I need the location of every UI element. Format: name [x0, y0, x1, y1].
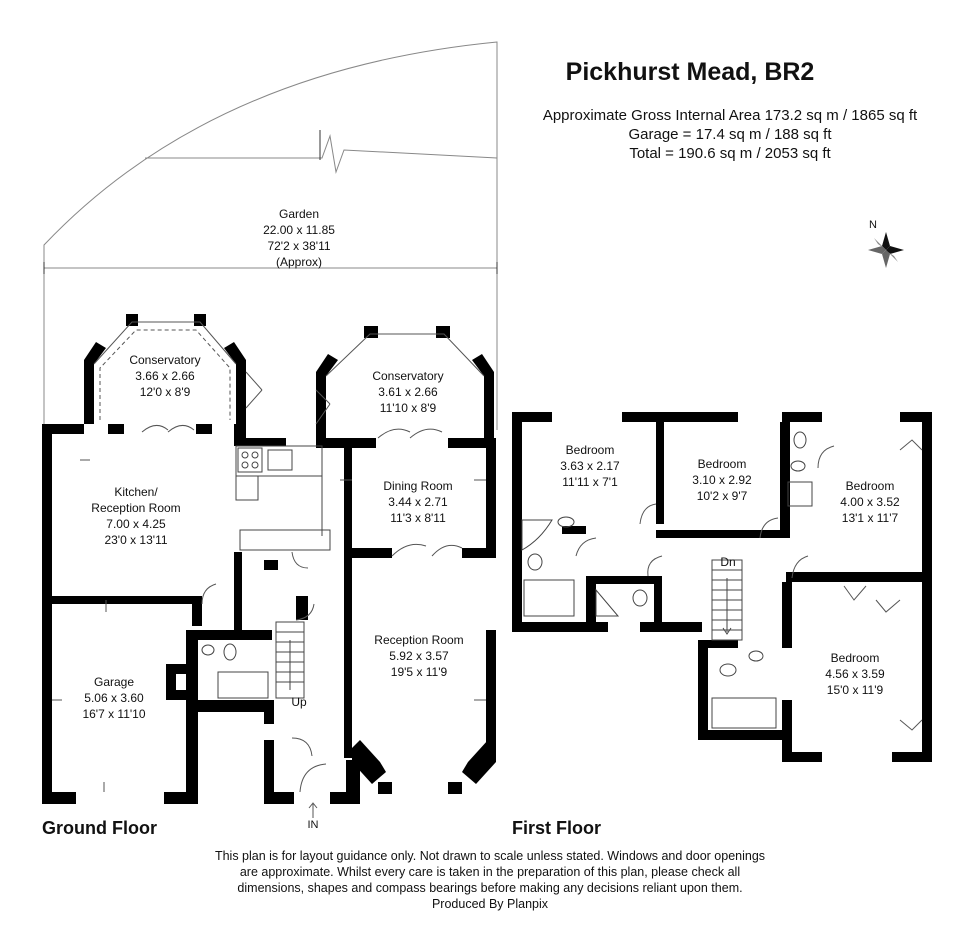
ground-floor-walls	[42, 314, 496, 804]
entrance-label: IN	[308, 819, 319, 831]
room-label-kitchen: Kitchen/ Reception Room 7.00 x 4.25 23'0…	[91, 485, 180, 547]
first-floor-label: First Floor	[512, 818, 601, 838]
area-line-gross: Approximate Gross Internal Area 173.2 sq…	[542, 107, 918, 124]
conservatory-right-metric: 3.61 x 2.66	[378, 385, 438, 399]
area-summary: Approximate Gross Internal Area 173.2 sq…	[470, 106, 980, 163]
room-label-garage: Garage 5.06 x 3.60 16'7 x 11'10	[82, 675, 145, 721]
garden-name: Garden	[279, 207, 319, 221]
bedroom-1-imperial: 11'11 x 7'1	[562, 475, 618, 489]
bedroom-4-metric: 4.56 x 3.59	[825, 667, 885, 681]
room-label-dining: Dining Room 3.44 x 2.71 11'3 x 8'11	[383, 479, 452, 525]
disclaimer-line: are approximate. Whilst every care is ta…	[239, 865, 741, 879]
compass-icon: N	[868, 219, 904, 268]
plan-title: Pickhurst Mead, BR2	[565, 58, 815, 86]
room-label-bedroom-1: Bedroom 3.63 x 2.17 11'11 x 7'1	[560, 443, 620, 489]
garage-metric: 5.06 x 3.60	[84, 691, 144, 705]
conservatory-left-metric: 3.66 x 2.66	[135, 369, 195, 383]
dining-metric: 3.44 x 2.71	[388, 495, 448, 509]
bedroom-4-name: Bedroom	[831, 651, 880, 665]
disclaimer: This plan is for layout guidance only. N…	[160, 848, 820, 912]
conservatory-outlines	[93, 321, 485, 425]
compass-label: N	[869, 219, 877, 231]
garden-outline	[43, 41, 498, 430]
kitchen-imperial: 23'0 x 13'11	[104, 533, 167, 547]
ground-floor-label: Ground Floor	[42, 818, 157, 838]
bedroom-3-name: Bedroom	[846, 479, 895, 493]
stairs-up-label: Up	[291, 695, 307, 709]
dining-imperial: 11'3 x 8'11	[390, 511, 446, 525]
conservatory-right-name: Conservatory	[372, 369, 443, 383]
dining-name: Dining Room	[383, 479, 452, 493]
reception-name: Reception Room	[374, 633, 463, 647]
room-label-bedroom-2: Bedroom 3.10 x 2.92 10'2 x 9'7	[692, 457, 752, 503]
room-label-conservatory-right: Conservatory 3.61 x 2.66 11'10 x 8'9	[372, 369, 443, 415]
area-line-total: Total = 190.6 sq m / 2053 sq ft	[629, 145, 831, 162]
room-label-conservatory-left: Conservatory 3.66 x 2.66 12'0 x 8'9	[129, 353, 200, 399]
kitchen-metric: 7.00 x 4.25	[106, 517, 166, 531]
disclaimer-line: dimensions, shapes and compass bearings …	[237, 881, 743, 895]
kitchen-name-1: Kitchen/	[114, 485, 158, 499]
reception-imperial: 19'5 x 11'9	[391, 665, 448, 679]
room-label-bedroom-4: Bedroom 4.56 x 3.59 15'0 x 11'9	[825, 651, 885, 697]
room-label-garden: Garden 22.00 x 11.85 72'2 x 38'11 (Appro…	[263, 207, 335, 269]
disclaimer-line: This plan is for layout guidance only. N…	[214, 849, 766, 863]
first-floor-fittings	[521, 431, 813, 729]
first-floor-doors	[575, 439, 923, 731]
conservatory-left-name: Conservatory	[129, 353, 200, 367]
bedroom-2-metric: 3.10 x 2.92	[692, 473, 752, 487]
bedroom-1-metric: 3.63 x 2.17	[560, 459, 620, 473]
garden-metric: 22.00 x 11.85	[263, 223, 335, 237]
entrance-arrow	[308, 802, 318, 818]
window-markers	[52, 459, 486, 792]
reception-metric: 5.92 x 3.57	[389, 649, 449, 663]
bedroom-2-imperial: 10'2 x 9'7	[697, 489, 748, 503]
room-label-reception: Reception Room 5.92 x 3.57 19'5 x 11'9	[374, 633, 463, 679]
bedroom-3-metric: 4.00 x 3.52	[840, 495, 900, 509]
stairs-down-label: Dn	[720, 555, 735, 569]
garage-name: Garage	[94, 675, 134, 689]
bedroom-3-imperial: 13'1 x 11'7	[842, 511, 899, 525]
door-swings	[141, 425, 463, 793]
kitchen-fittings	[235, 445, 331, 551]
garden-approx: (Approx)	[276, 255, 322, 269]
bedroom-2-name: Bedroom	[698, 457, 747, 471]
bedroom-4-imperial: 15'0 x 11'9	[827, 683, 884, 697]
bedroom-1-name: Bedroom	[566, 443, 615, 457]
kitchen-name-2: Reception Room	[91, 501, 180, 515]
producer-credit: Produced By Planpix	[431, 897, 549, 911]
first-floor-walls	[512, 412, 932, 762]
garden-imperial: 72'2 x 38'11	[267, 239, 330, 253]
area-line-garage: Garage = 17.4 sq m / 188 sq ft	[628, 126, 832, 143]
ground-wc	[201, 643, 269, 699]
conservatory-right-imperial: 11'10 x 8'9	[380, 401, 437, 415]
ground-stairs	[275, 621, 305, 699]
garage-imperial: 16'7 x 11'10	[82, 707, 145, 721]
conservatory-left-imperial: 12'0 x 8'9	[140, 385, 191, 399]
room-label-bedroom-3: Bedroom 4.00 x 3.52 13'1 x 11'7	[840, 479, 900, 525]
